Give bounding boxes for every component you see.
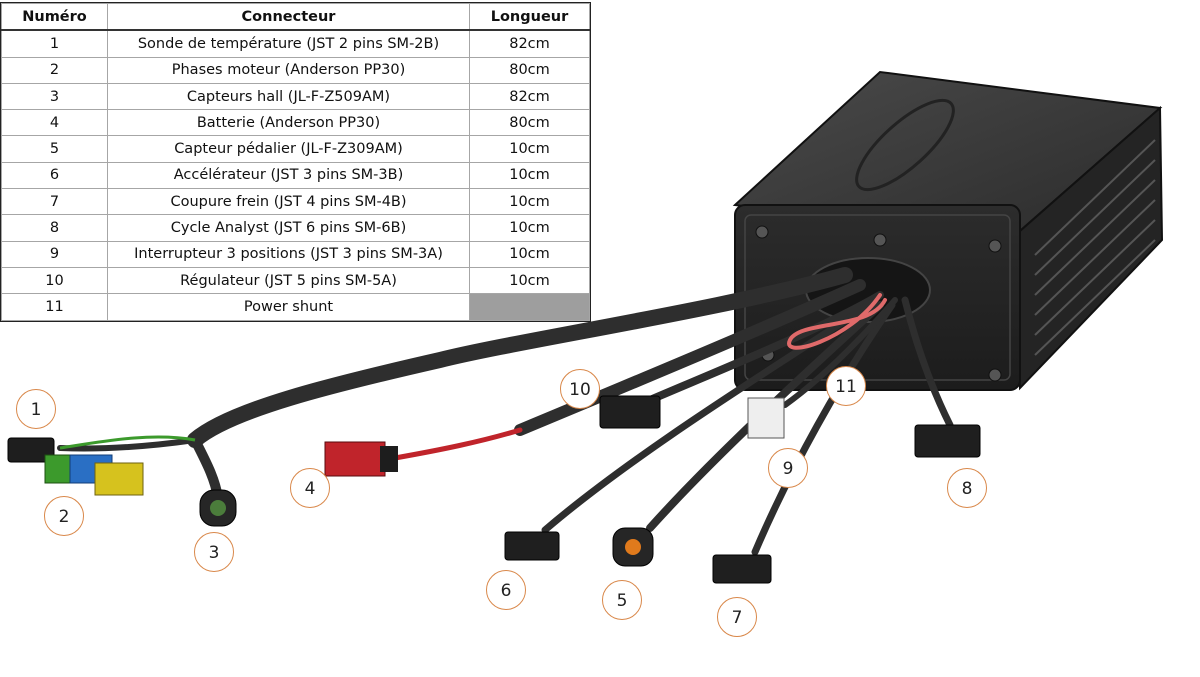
row-number: 4	[1, 109, 108, 137]
callout-8: 8	[947, 468, 987, 508]
row-number: 11	[1, 293, 108, 321]
connector-throttle	[504, 531, 560, 561]
logo-mark	[855, 98, 955, 192]
row-number: 1	[1, 29, 108, 58]
connector-motor-phases	[44, 435, 196, 496]
row-number: 8	[1, 214, 108, 242]
row-connector: Régulateur (JST 5 pins SM-5A)	[107, 266, 470, 295]
row-connector: Sonde de température (JST 2 pins SM-2B)	[107, 29, 470, 58]
row-number: 9	[1, 240, 108, 268]
connector-cycle-analyst	[914, 424, 981, 458]
row-connector: Interrupteur 3 positions (JST 3 pins SM-…	[107, 240, 470, 268]
row-number: 10	[1, 266, 108, 295]
row-connector: Phases moteur (Anderson PP30)	[107, 56, 470, 84]
row-length: 80cm	[469, 109, 590, 137]
connector-regulator	[599, 395, 661, 429]
callout-1: 1	[16, 389, 56, 429]
row-connector: Cycle Analyst (JST 6 pins SM-6B)	[107, 214, 470, 242]
row-number: 6	[1, 161, 108, 190]
row-number: 7	[1, 188, 108, 216]
row-length: 10cm	[469, 214, 590, 242]
row-connector: Accélérateur (JST 3 pins SM-3B)	[107, 161, 470, 190]
row-length: 10cm	[469, 240, 590, 268]
controller-box	[732, 70, 1164, 391]
row-connector: Batterie (Anderson PP30)	[107, 109, 470, 137]
callout-5: 5	[602, 580, 642, 620]
header-number: Numéro	[1, 3, 108, 32]
row-length: 82cm	[469, 82, 590, 111]
callout-11: 11	[826, 366, 866, 406]
connector-three-position-switch	[747, 397, 785, 439]
row-connector: Capteurs hall (JL-F-Z509AM)	[107, 82, 470, 111]
row-length: 10cm	[469, 266, 590, 295]
header-length: Longueur	[469, 3, 590, 32]
header-connector: Connecteur	[107, 3, 470, 32]
row-connector: Coupure frein (JST 4 pins SM-4B)	[107, 188, 470, 216]
callout-10: 10	[560, 369, 600, 409]
callout-7: 7	[717, 597, 757, 637]
row-connector: Capteur pédalier (JL-F-Z309AM)	[107, 135, 470, 163]
connector-temperature-probe	[7, 437, 55, 463]
callout-6: 6	[486, 570, 526, 610]
row-length	[469, 293, 590, 321]
connector-brake-cutoff	[712, 554, 772, 584]
connector-hall-sensors	[199, 489, 237, 527]
connector-battery	[324, 441, 398, 477]
row-number: 5	[1, 135, 108, 163]
row-connector: Power shunt	[107, 293, 470, 321]
table-header-row: Numéro Connecteur Longueur	[1, 3, 590, 32]
row-length: 10cm	[469, 135, 590, 163]
callout-9: 9	[768, 448, 808, 488]
row-length: 82cm	[469, 29, 590, 58]
connector-pedal-sensor	[612, 527, 654, 567]
row-length: 10cm	[469, 188, 590, 216]
row-length: 10cm	[469, 161, 590, 190]
callout-4: 4	[290, 468, 330, 508]
row-length: 80cm	[469, 56, 590, 84]
row-number: 3	[1, 82, 108, 111]
callout-2: 2	[44, 496, 84, 536]
cable-bundle	[57, 267, 954, 556]
row-number: 2	[1, 56, 108, 84]
callout-3: 3	[194, 532, 234, 572]
